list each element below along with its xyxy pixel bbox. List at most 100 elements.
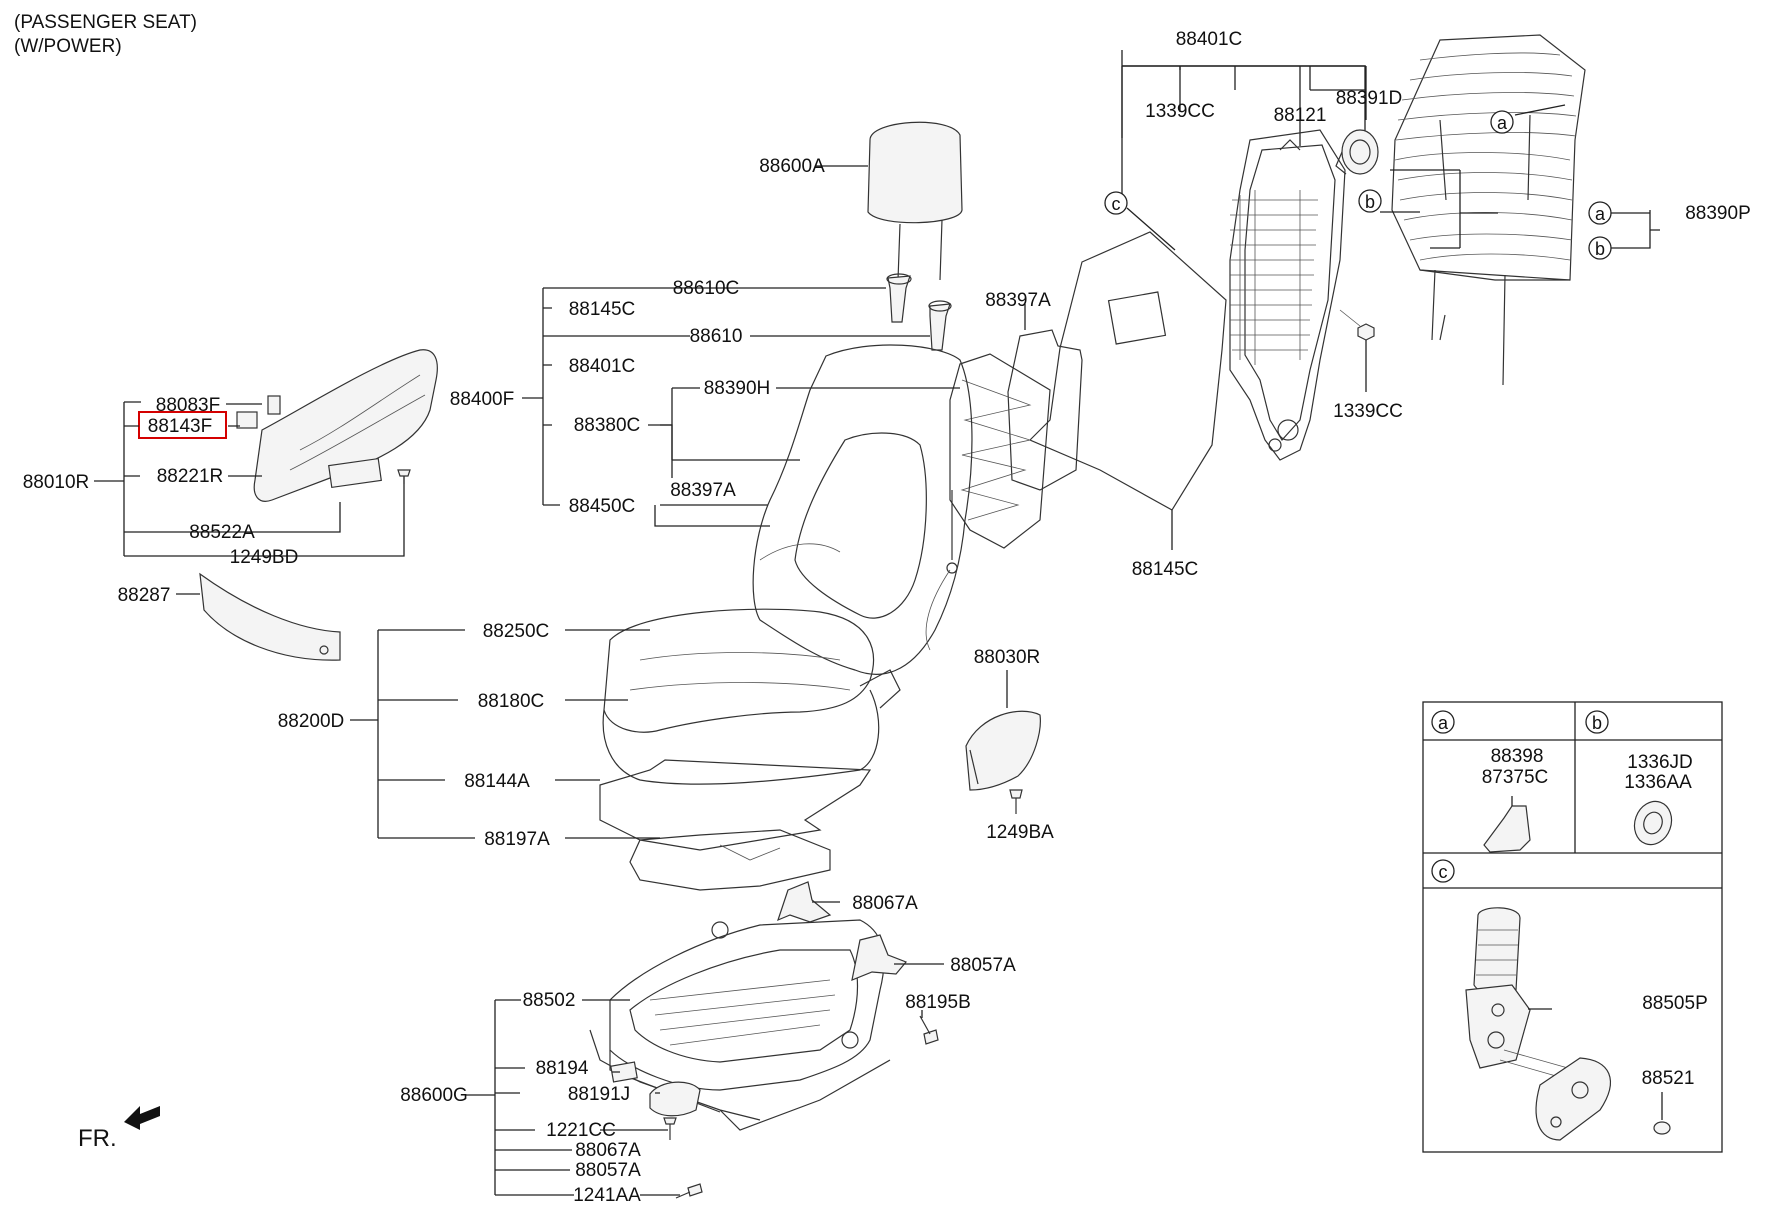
- bracket-88390P: [1390, 169, 1498, 249]
- screw-1221CC: [663, 1117, 677, 1140]
- svg-text:c: c: [1439, 862, 1448, 882]
- svg-text:a: a: [1438, 713, 1449, 733]
- bracket-88390P-right: [1611, 210, 1660, 249]
- label-88057A-b: 88057A: [575, 1160, 641, 1181]
- label-88610C: 88610C: [673, 278, 740, 299]
- leaders-88200D: [555, 629, 660, 839]
- callout-circle-b-left: b: [1358, 189, 1382, 213]
- label-88145C-b: 88145C: [1132, 559, 1199, 580]
- part-88502-track: [589, 919, 891, 1131]
- svg-text:b: b: [1595, 239, 1605, 259]
- label-88600G: 88600G: [400, 1085, 468, 1106]
- label-88195B: 88195B: [905, 992, 971, 1013]
- label-88083F: 88083F: [156, 395, 220, 416]
- legend-c-motor: [1465, 907, 1671, 1141]
- bracket-88200D: [350, 629, 475, 839]
- part-88610-guide: [928, 300, 952, 351]
- label-88250C: 88250C: [483, 621, 550, 642]
- callout-circle-c: c: [1104, 191, 1128, 215]
- legend-box: a b c 88398 87375C 1336JD 1336AA 88505P …: [1422, 701, 1723, 1153]
- part-88194: [610, 1061, 638, 1083]
- header-title: (PASSENGER SEAT): [14, 12, 197, 33]
- part-88144A-pad: [599, 759, 872, 851]
- label-88194: 88194: [536, 1058, 589, 1079]
- part-88397A-mat: [946, 329, 1083, 574]
- label-88191J: 88191J: [568, 1084, 630, 1105]
- label-1241AA: 1241AA: [573, 1185, 641, 1206]
- label-88397A-b: 88397A: [670, 480, 736, 501]
- front-arrow-icon: [124, 1106, 160, 1130]
- fr-label: FR.: [78, 1125, 117, 1152]
- label-88400F: 88400F: [450, 389, 514, 410]
- label-1339CC-a: 1339CC: [1145, 101, 1215, 122]
- leader-a-top: [1514, 104, 1566, 116]
- label-88600A: 88600A: [759, 156, 825, 177]
- legend-key-a: a: [1431, 710, 1455, 734]
- label-88287: 88287: [118, 585, 171, 606]
- part-seatback-cushion: [752, 344, 973, 675]
- front-direction-indicator: FR.: [78, 1106, 160, 1152]
- label-88221R: 88221R: [157, 466, 224, 487]
- label-88121: 88121: [1274, 105, 1327, 126]
- bracket-88401C: [1106, 65, 1367, 201]
- legend-b-grommet: [1633, 800, 1673, 846]
- label-88010R: 88010R: [23, 472, 90, 493]
- screw-88195B: [919, 1015, 939, 1045]
- svg-text:b: b: [1592, 713, 1602, 733]
- highlight-box-88143F: [138, 411, 227, 439]
- backrest-frame: [1229, 129, 1346, 461]
- label-88391D: 88391D: [1336, 88, 1403, 109]
- leader-c: [1126, 207, 1176, 251]
- label-88144A: 88144A: [464, 771, 530, 792]
- part-88030R: [965, 710, 1041, 791]
- part-seat-cushion: [602, 608, 901, 785]
- label-88200D: 88200D: [278, 711, 345, 732]
- label-88450C: 88450C: [569, 496, 636, 517]
- nut-1339CC: [1339, 309, 1375, 341]
- label-88502: 88502: [523, 990, 576, 1011]
- callout-circle-a-right: a: [1588, 201, 1612, 225]
- backrest-frame-group: [1121, 50, 1366, 140]
- svg-text:b: b: [1365, 192, 1375, 212]
- svg-text:a: a: [1497, 113, 1508, 133]
- label-88397A-a: 88397A: [985, 290, 1051, 311]
- svg-text:c: c: [1112, 194, 1121, 214]
- part-88287-trim: [199, 572, 341, 661]
- callout-circle-a-top: a: [1490, 110, 1514, 134]
- part-88057A: [851, 934, 907, 981]
- label-88030R: 88030R: [974, 647, 1041, 668]
- svg-text:a: a: [1595, 204, 1606, 224]
- part-88145C-board: [1028, 231, 1227, 511]
- label-88610: 88610: [690, 326, 743, 347]
- part-88191J: [649, 1081, 701, 1117]
- label-88380C: 88380C: [574, 415, 641, 436]
- legend-c-part1: 88505P: [1642, 993, 1708, 1014]
- label-88057A-a: 88057A: [950, 955, 1016, 976]
- screw-1241AA: [675, 1183, 703, 1199]
- bracket-88450C: [654, 505, 770, 527]
- part-88010R-shield: [236, 349, 438, 502]
- label-1249BD: 1249BD: [230, 547, 299, 568]
- label-88143F: 88143F: [148, 416, 212, 437]
- header-subtitle: (W/POWER): [14, 36, 122, 57]
- legend-key-b: b: [1585, 710, 1609, 734]
- bracket-88600G: [465, 999, 680, 1196]
- part-88390P-cover: [1391, 34, 1586, 386]
- callout-circle-b-right: b: [1588, 236, 1612, 260]
- label-88197A: 88197A: [484, 829, 550, 850]
- label-88067A-b: 88067A: [575, 1140, 641, 1161]
- legend-b-part1: 1336JD: [1627, 752, 1693, 773]
- screw-1249BA: [1009, 789, 1023, 814]
- screw-1249BD: [397, 469, 411, 484]
- legend-b-part2: 1336AA: [1624, 772, 1692, 793]
- label-1249BA: 1249BA: [986, 822, 1054, 843]
- label-1339CC-b: 1339CC: [1333, 401, 1403, 422]
- label-88401C-top: 88401C: [1176, 29, 1243, 50]
- legend-a-part1: 88398: [1491, 746, 1544, 767]
- part-88067A: [777, 881, 832, 923]
- label-88180C: 88180C: [478, 691, 545, 712]
- bracket-88010R: [94, 401, 405, 557]
- bracket-88380C: [648, 387, 800, 461]
- part-88197A-pad: [629, 829, 831, 891]
